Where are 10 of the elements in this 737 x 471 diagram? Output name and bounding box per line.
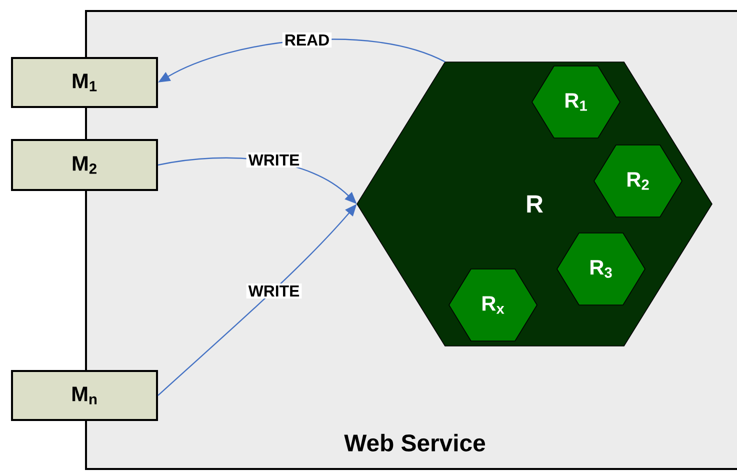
edge-label: READ (282, 32, 332, 48)
hexagon: R$_{2}$ (594, 144, 682, 218)
hexagon: R$_{x}$ (448, 268, 538, 342)
module-box: M$_{n}$ (11, 370, 158, 421)
hexagon: R$_{3}$ (556, 232, 646, 306)
edge-label: WRITE (246, 284, 302, 298)
module-box: M$_{2}$ (11, 138, 158, 191)
hexagon: R$_{1}$ (532, 66, 620, 138)
edge-label: WRITE (246, 152, 302, 168)
module-box: M$_{1}$ (11, 57, 158, 108)
